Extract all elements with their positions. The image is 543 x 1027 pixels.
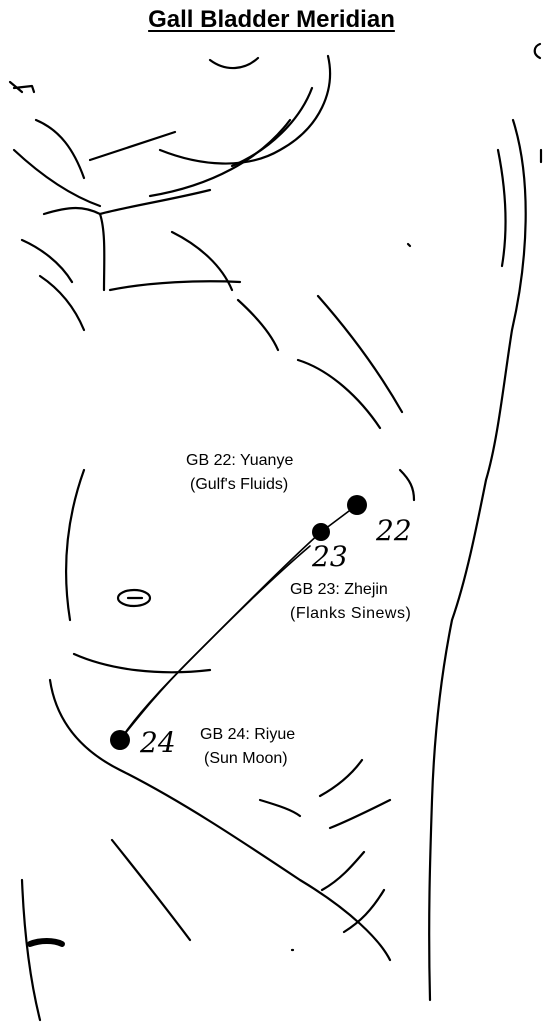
point-dot-22 — [347, 495, 367, 515]
point-number-24: 24 — [139, 726, 176, 759]
point-number-22: 22 — [375, 514, 412, 547]
point-number-23: 23 — [311, 540, 348, 573]
hand-mark — [30, 941, 62, 944]
caption-gb23-code: GB 23: Zhejin — [290, 578, 411, 602]
caption-gb22: GB 22: Yuanye (Gulf's Fluids) — [186, 449, 293, 497]
arm-fold — [44, 208, 104, 290]
caption-gb24-name: (Sun Moon) — [200, 747, 295, 771]
chin-curve — [210, 58, 258, 68]
caption-gb23: GB 23: Zhejin (Flanks Sinews) — [290, 578, 411, 626]
jaw-line — [36, 120, 84, 178]
caption-gb23-name: (Flanks Sinews) — [290, 602, 411, 626]
right-body-contour — [429, 120, 526, 1000]
caption-gb24: GB 24: Riyue (Sun Moon) — [200, 723, 295, 771]
neck-curve — [160, 56, 330, 164]
point-dot-24 — [110, 730, 130, 750]
point-dot-23 — [312, 523, 330, 541]
corner-mark — [535, 44, 540, 58]
caption-gb22-code: GB 22: Yuanye — [186, 449, 293, 473]
breast-fold — [74, 654, 210, 672]
left-chest-contour — [66, 470, 84, 620]
caption-gb24-code: GB 24: Riyue — [200, 723, 295, 747]
caption-gb22-name: (Gulf's Fluids) — [186, 473, 293, 497]
